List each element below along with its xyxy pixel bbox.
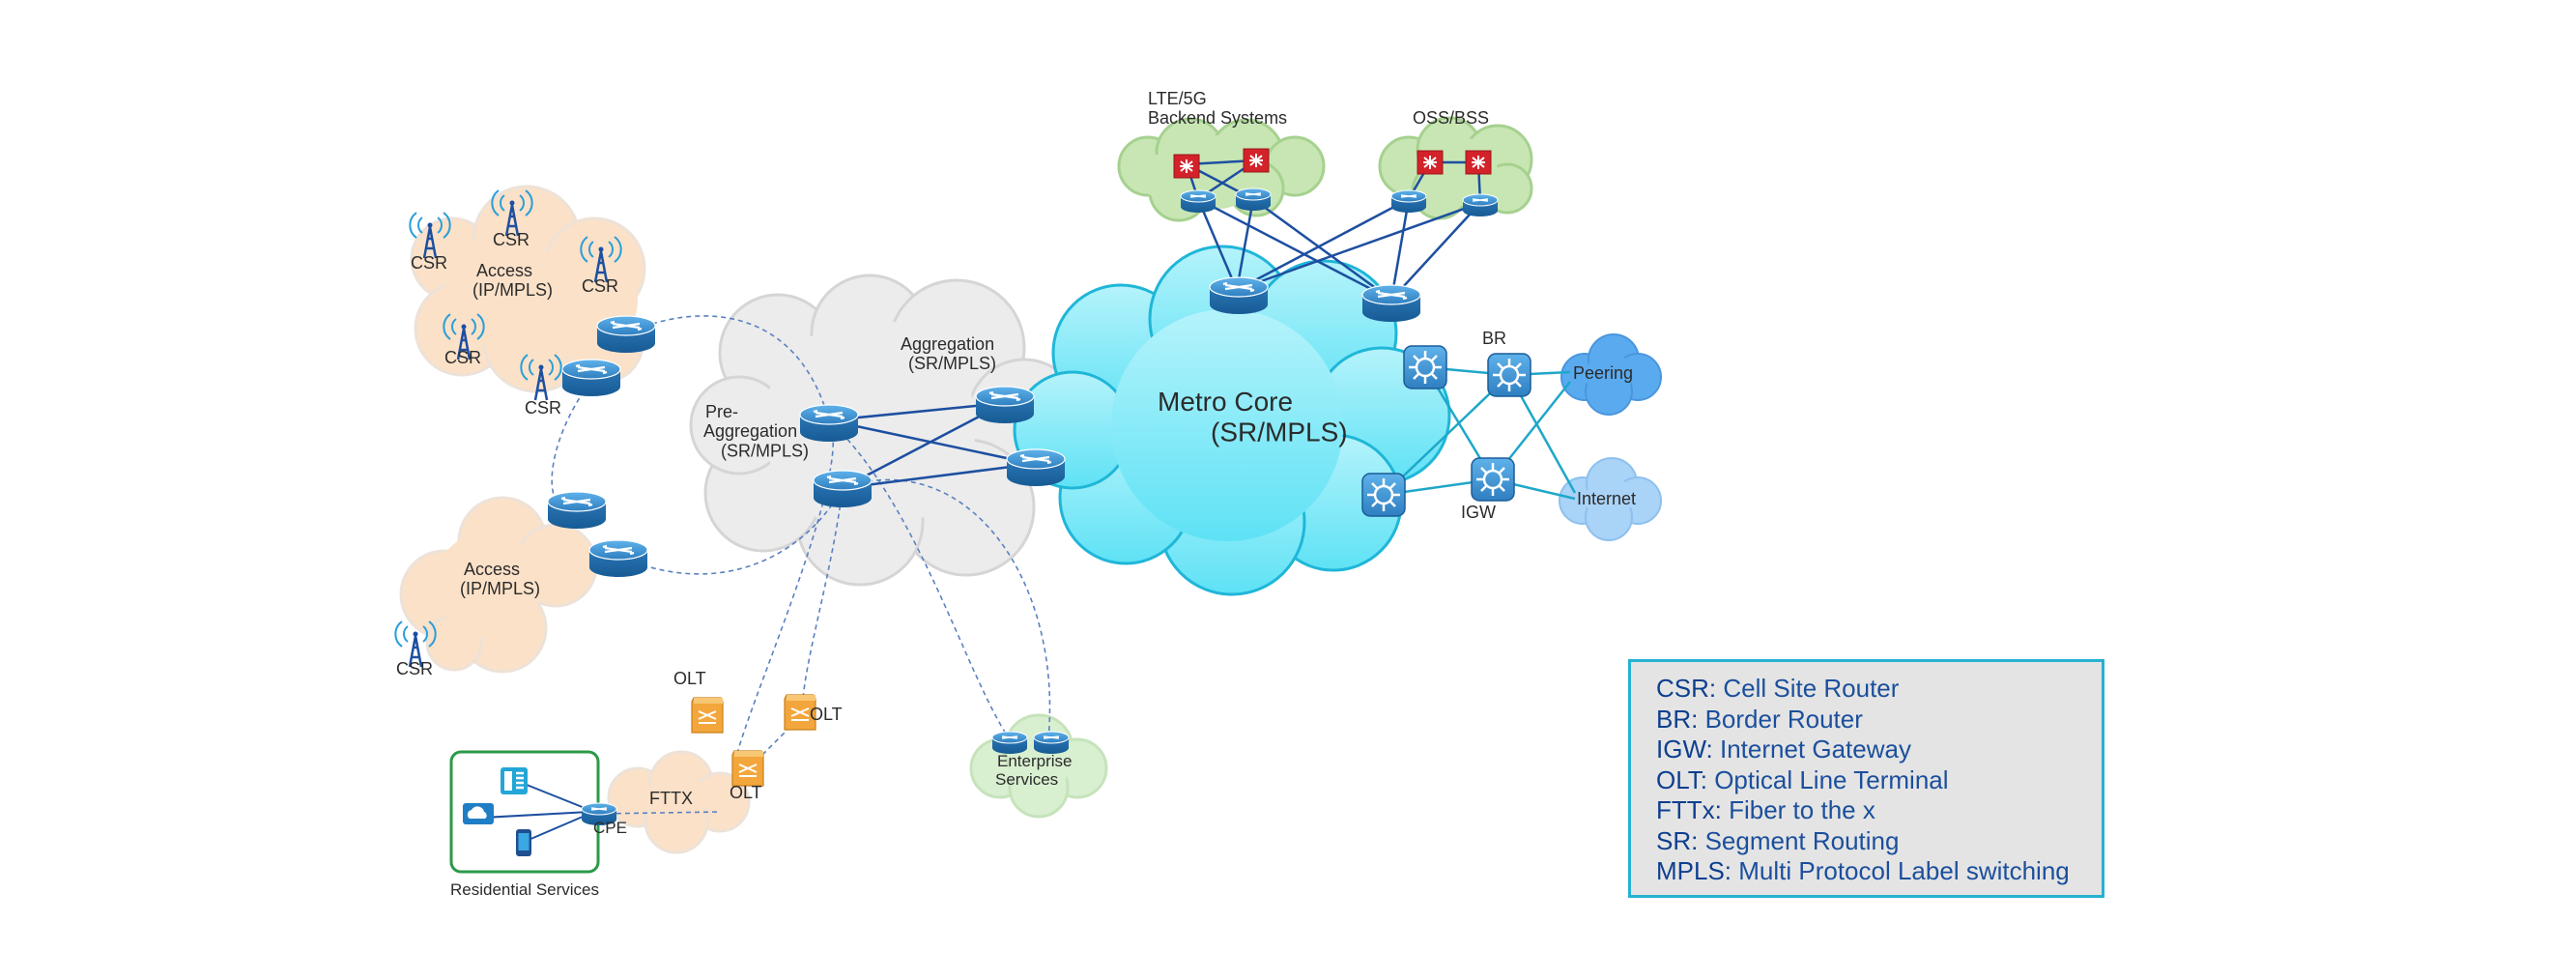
metro-edge-router-2 <box>1360 472 1407 518</box>
pre-aggregation-router-2 <box>812 469 873 509</box>
br-label: BR <box>1482 329 1506 348</box>
aggregation-router-2 <box>1005 447 1067 488</box>
residential-label: Residential Services <box>450 880 599 899</box>
oss-server-icon-2 <box>1465 150 1492 175</box>
legend-row: MPLS: Multi Protocol Label switching <box>1656 856 2102 887</box>
legend-abbr: BR: <box>1656 704 1699 734</box>
legend-row: CSR: Cell Site Router <box>1656 674 2102 705</box>
dashed-links <box>551 315 1051 815</box>
csr-label-5: CSR <box>525 398 561 418</box>
legend-row: FTTx: Fiber to the x <box>1656 795 2102 826</box>
lte-server-icon-2 <box>1243 148 1270 173</box>
access-cloud-top <box>410 185 646 393</box>
access-router-bottom-1 <box>546 490 608 531</box>
legend-desc: Fiber to the x <box>1721 795 1875 824</box>
peering-label: Peering <box>1573 363 1633 383</box>
access-top-label: Access(IP/MPLS) <box>472 261 553 300</box>
oss-server-icon-1 <box>1417 150 1444 175</box>
aggregation-label: Aggregation(SR/MPLS) <box>901 334 996 373</box>
olt-icon-3 <box>731 750 764 787</box>
enterprise-router-2 <box>1033 731 1070 755</box>
peering-cloud <box>1560 333 1662 416</box>
legend-abbr: SR: <box>1656 825 1699 855</box>
access-router-bottom-2 <box>587 538 649 579</box>
lte-backend-router-1 <box>1180 189 1216 214</box>
oss-bss-router-1 <box>1390 189 1427 214</box>
lte-backend-router-2 <box>1235 187 1272 212</box>
border-router-icon <box>1486 352 1532 398</box>
legend-row: BR: Border Router <box>1656 705 2102 735</box>
pre-aggregation-label: Pre-Aggregation(SR/MPLS) <box>703 402 809 460</box>
cloud-icon <box>463 803 494 824</box>
access-router-top-1 <box>595 314 657 355</box>
legend-row: IGW: Internet Gateway <box>1656 735 2102 765</box>
olt-label-2: OLT <box>810 705 843 724</box>
access-router-top-2 <box>560 358 622 398</box>
cpe-label: CPE <box>593 819 627 837</box>
residential-links <box>482 780 590 844</box>
metro-core-cloud <box>1013 245 1451 596</box>
enterprise-router-1 <box>991 731 1028 755</box>
legend-desc: Internet Gateway <box>1712 735 1911 764</box>
mobile-icon <box>516 829 531 856</box>
legend-row: OLT: Optical Line Terminal <box>1656 765 2102 796</box>
csr-label-1: CSR <box>411 253 447 273</box>
internet-gateway-icon <box>1470 456 1516 503</box>
aggregation-links <box>828 401 1035 490</box>
olt-label-3: OLT <box>730 783 762 802</box>
lte-server-icon-1 <box>1173 154 1200 179</box>
access-bottom-label: Access(IP/MPLS) <box>460 560 540 598</box>
metro-edge-router-1 <box>1402 344 1448 390</box>
phone-icon <box>501 767 528 794</box>
fttx-label: FTTX <box>649 789 693 808</box>
aggregation-router-1 <box>974 385 1036 425</box>
csr-label-3: CSR <box>582 276 618 296</box>
legend-desc: Multi Protocol Label switching <box>1732 856 2070 885</box>
igw-label: IGW <box>1461 503 1496 522</box>
legend-abbr: OLT: <box>1656 764 1707 794</box>
internet-cloud <box>1559 457 1662 541</box>
csr-label-6: CSR <box>396 659 433 678</box>
metro-core-router-2 <box>1360 283 1422 324</box>
internet-label: Internet <box>1577 489 1636 508</box>
legend-abbr: FTTx: <box>1656 795 1722 824</box>
legend-desc: Border Router <box>1698 704 1863 734</box>
legend-desc: Cell Site Router <box>1716 674 1900 703</box>
oss-bss-router-2 <box>1462 193 1499 217</box>
legend-desc: Optical Line Terminal <box>1706 764 1949 794</box>
csr-label-4: CSR <box>444 348 481 367</box>
metro-core-router-1 <box>1208 275 1270 316</box>
csr-label-2: CSR <box>493 230 530 249</box>
legend-row: SR: Segment Routing <box>1656 826 2102 857</box>
legend-abbr: MPLS: <box>1656 856 1732 885</box>
metro-core-label: Metro Core(SR/MPLS) <box>1158 387 1348 447</box>
fttx-cloud <box>607 750 751 854</box>
legend-abbr: IGW: <box>1656 735 1713 764</box>
olt-icon-1 <box>691 697 724 734</box>
oss-bss-label: OSS/BSS <box>1413 108 1489 128</box>
lte-backend-cloud <box>1117 117 1326 222</box>
legend-desc: Segment Routing <box>1698 825 1900 855</box>
olt-label-1: OLT <box>673 669 706 688</box>
pre-aggregation-router-1 <box>798 403 860 444</box>
access-cloud-bottom <box>399 496 598 674</box>
legend-abbr: CSR: <box>1656 674 1717 703</box>
